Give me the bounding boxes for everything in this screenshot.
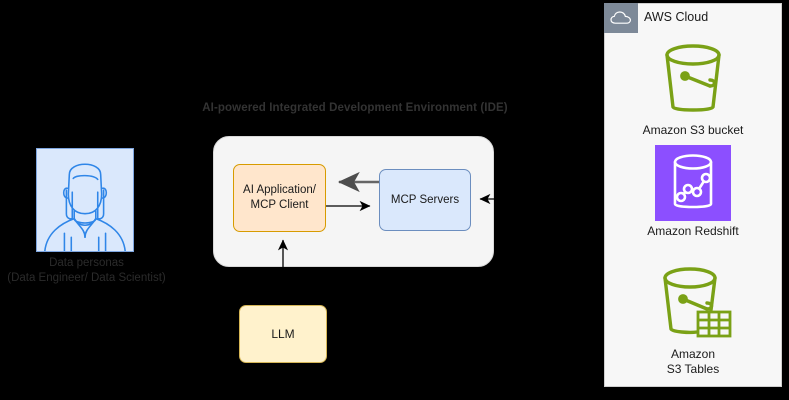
llm-node[interactable]: LLM [239,305,327,363]
ide-title: AI-powered Integrated Development Enviro… [202,102,508,114]
aws-service-s3-tables[interactable]: Amazon S3 Tables [604,262,782,377]
redshift-caption: Amazon Redshift [647,224,739,238]
s3-bucket-caption: Amazon S3 bucket [642,123,744,137]
mcp-servers-label: MCP Servers [390,194,460,206]
aws-service-s3-bucket[interactable]: Amazon S3 bucket [604,38,782,138]
s3-tables-caption-line1: Amazon [670,347,716,361]
s3-bucket-icon [604,38,782,120]
amazon-redshift-icon [604,145,782,221]
persona-label-line2: (Data Engineer/ Data Scientist) [7,272,166,284]
mcp-servers-node[interactable]: MCP Servers [379,169,471,231]
s3-tables-icon [604,262,782,344]
persona-label-line1: Data personas [49,257,124,269]
data-persona-label: Data personas (Data Engineer/ Data Scien… [0,256,179,286]
cloud-icon [604,3,638,33]
data-persona-icon [36,148,134,252]
person-line-art-icon [44,163,126,251]
ai-application-mcp-client-node[interactable]: AI Application/ MCP Client [233,164,326,232]
ai-application-label-line2: MCP Client [250,199,309,211]
s3-tables-caption-line2: S3 Tables [666,362,720,376]
aws-service-redshift[interactable]: Amazon Redshift [604,145,782,239]
llm-label: LLM [271,327,295,341]
ai-application-label-line1: AI Application/ [243,184,316,196]
aws-cloud-title: AWS Cloud [644,10,709,24]
